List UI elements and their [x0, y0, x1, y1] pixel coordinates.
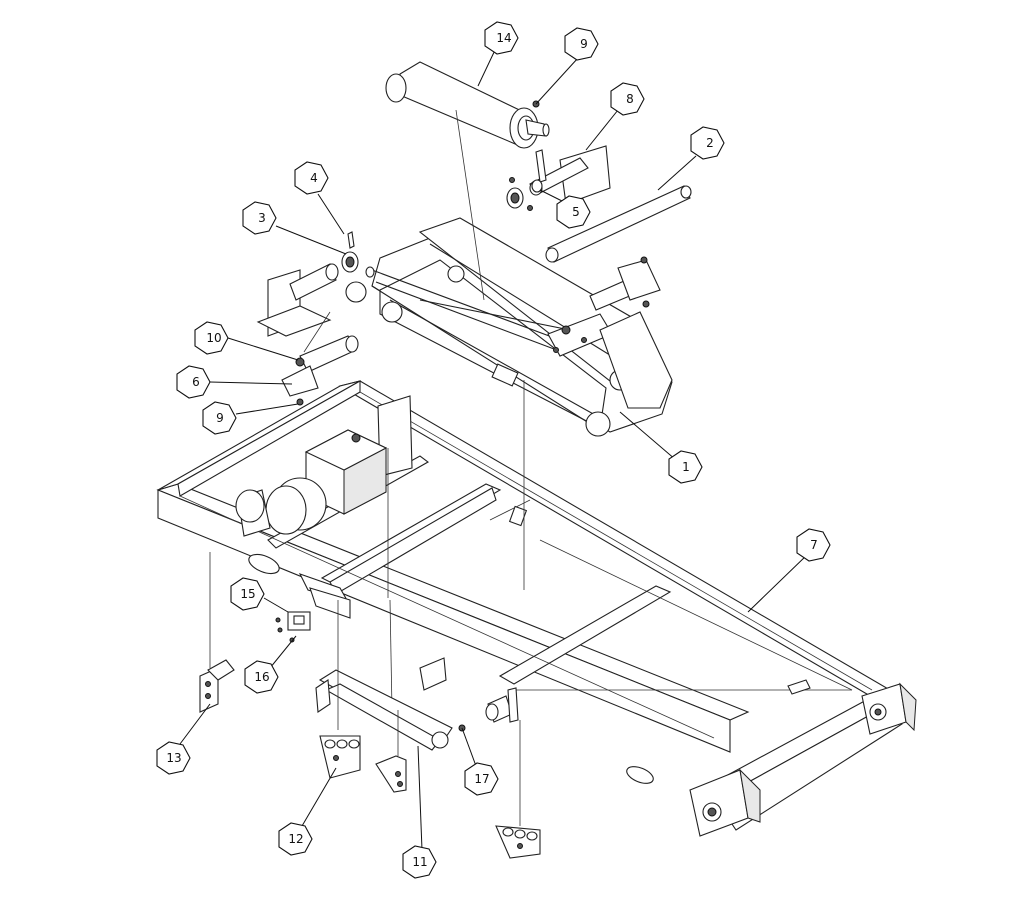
base-frame — [156, 380, 917, 837]
svg-text:10: 10 — [206, 331, 221, 345]
scissor-arm-assembly — [345, 217, 673, 437]
svg-text:16: 16 — [254, 670, 269, 684]
bracket-small — [375, 755, 407, 793]
svg-text:9: 9 — [580, 37, 588, 51]
svg-text:6: 6 — [192, 375, 200, 389]
alignment-lines — [209, 109, 525, 826]
bracket-part-12 — [319, 735, 361, 779]
callout-7: 7 — [796, 528, 831, 562]
svg-text:17: 17 — [474, 772, 489, 786]
callout-1: 1 — [668, 450, 703, 484]
callout-12: 12 — [278, 822, 313, 856]
callout-9-left: 9 — [202, 401, 237, 435]
motor-pump-unit — [235, 429, 388, 537]
callout-14: 14 — [484, 21, 519, 55]
pin-part-2 — [545, 185, 692, 263]
pin-bracket-part-8 — [529, 145, 611, 205]
bushing-part-5 — [506, 177, 543, 211]
mount-bracket-right — [589, 256, 661, 311]
svg-text:8: 8 — [626, 92, 634, 106]
callout-13: 13 — [156, 741, 191, 775]
roller-pin — [485, 687, 519, 723]
svg-text:15: 15 — [240, 587, 255, 601]
cylinder-part-14 — [385, 61, 550, 149]
svg-text:1: 1 — [682, 460, 690, 474]
callout-6: 6 — [176, 365, 211, 399]
callout-8: 8 — [610, 82, 645, 116]
mount-bracket-part-6 — [281, 335, 359, 406]
callout-2: 2 — [690, 126, 725, 160]
svg-text:4: 4 — [310, 171, 318, 185]
cross-arm-part-11 — [315, 657, 466, 751]
bracket-right-lower — [495, 825, 541, 859]
svg-text:11: 11 — [412, 855, 427, 869]
svg-text:13: 13 — [166, 751, 181, 765]
svg-text:12: 12 — [288, 832, 303, 846]
callout-11: 11 — [402, 845, 437, 879]
svg-text:7: 7 — [810, 538, 818, 552]
callout-4: 4 — [294, 161, 329, 195]
leader-lines — [179, 47, 809, 851]
callout-10: 10 — [194, 321, 229, 355]
callout-3: 3 — [242, 201, 277, 235]
bushing-part-3 — [341, 231, 375, 278]
svg-text:14: 14 — [496, 31, 511, 45]
callout-9-top: 9 — [564, 27, 599, 61]
mount-bracket-left — [256, 263, 339, 337]
callout-5: 5 — [556, 195, 591, 229]
svg-text:5: 5 — [572, 205, 580, 219]
switch-part-15 — [275, 611, 311, 643]
callouts: 14 9 8 2 4 3 5 10 — [156, 21, 831, 879]
svg-text:3: 3 — [258, 211, 266, 225]
callout-16: 16 — [244, 660, 279, 694]
svg-text:2: 2 — [706, 136, 714, 150]
bracket-part-13 — [199, 659, 235, 713]
svg-text:9: 9 — [216, 411, 224, 425]
callout-17: 17 — [464, 762, 499, 796]
callout-15: 15 — [230, 577, 265, 611]
